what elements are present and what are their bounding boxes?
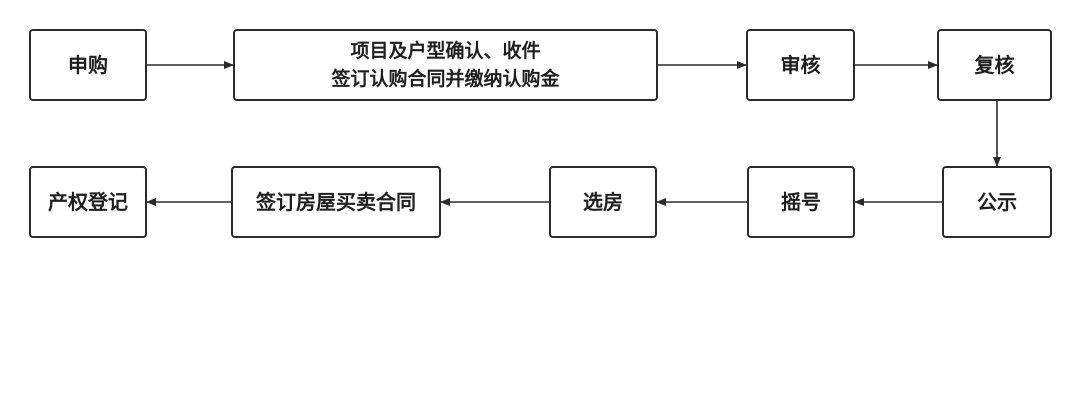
node-publicity-label: 公示 [977, 190, 1017, 214]
node-publicity: 公示 [942, 166, 1052, 238]
node-register: 产权登记 [29, 166, 147, 238]
node-review: 审核 [746, 29, 855, 101]
node-lottery-label: 摇号 [781, 190, 821, 214]
node-lottery: 摇号 [747, 166, 855, 238]
node-confirm-label: 项目及户型确认、收件 签订认购合同并缴纳认购金 [331, 40, 560, 90]
edges-group [146, 61, 1001, 206]
node-select: 选房 [549, 166, 657, 238]
node-recheck-label: 复核 [974, 53, 1015, 77]
node-recheck: 复核 [937, 29, 1052, 101]
node-contract-label: 签订房屋买卖合同 [256, 190, 416, 214]
node-select-label: 选房 [583, 190, 623, 214]
node-review-label: 审核 [780, 53, 821, 77]
node-apply: 申购 [29, 29, 147, 101]
node-apply-label: 申购 [68, 53, 108, 77]
node-contract: 签订房屋买卖合同 [231, 166, 441, 238]
node-register-label: 产权登记 [48, 190, 128, 214]
node-confirm: 项目及户型确认、收件 签订认购合同并缴纳认购金 [233, 29, 658, 101]
